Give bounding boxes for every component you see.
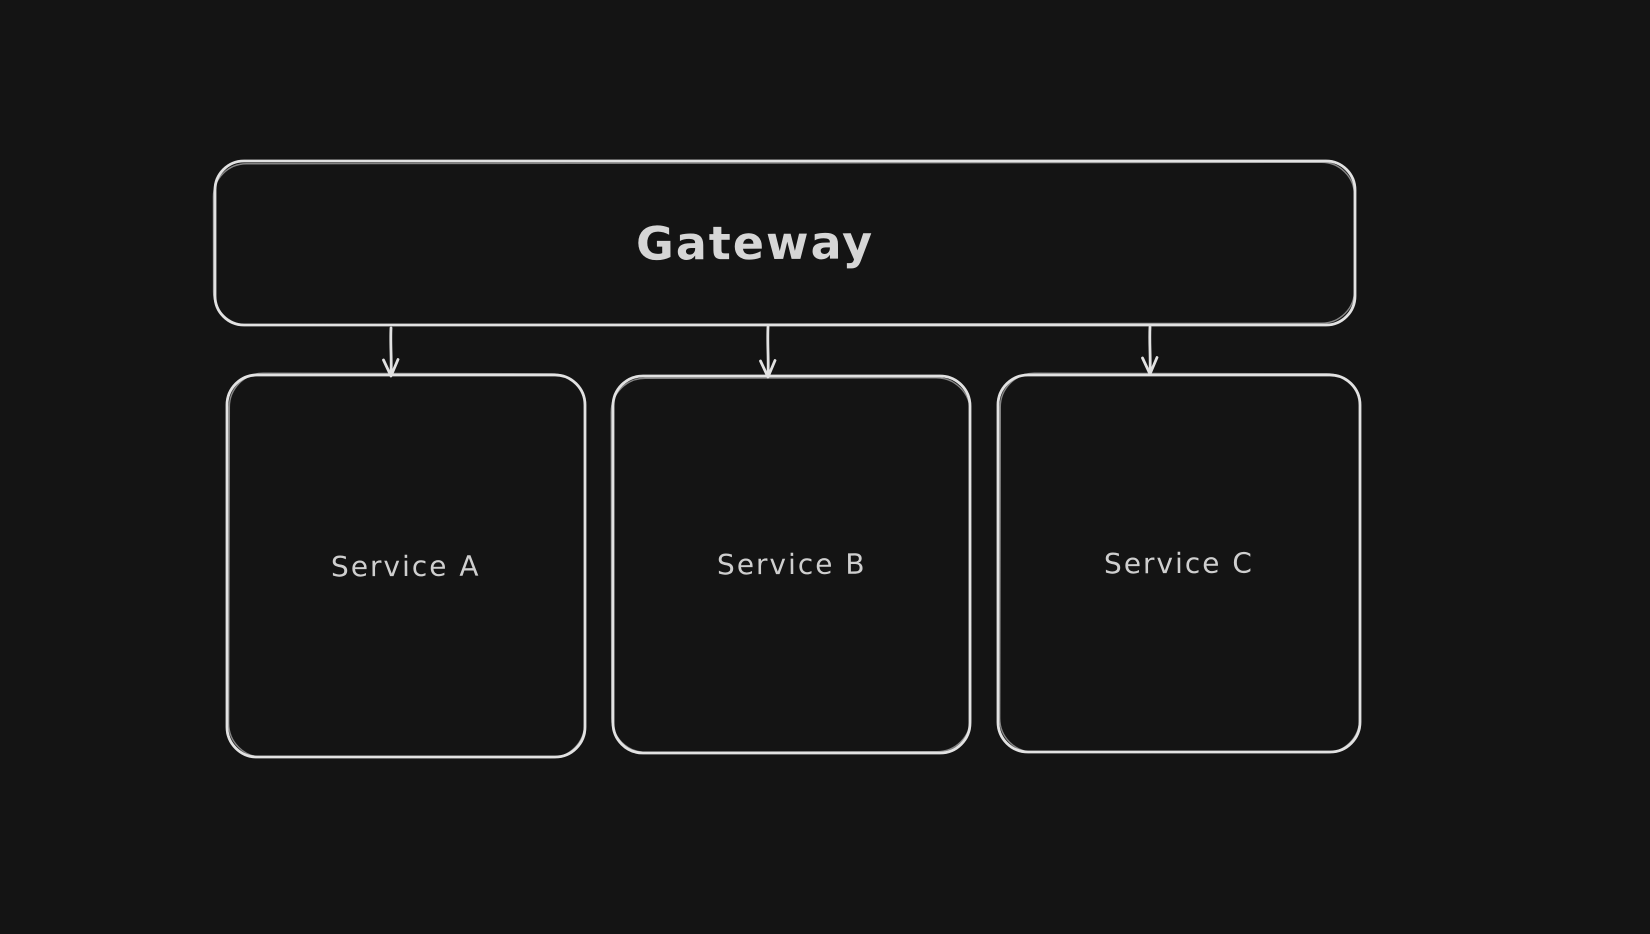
node-service-a-shape[interactable] bbox=[225, 372, 587, 759]
node-service-c[interactable]: Service C bbox=[998, 375, 1360, 752]
node-gateway[interactable]: Gateway bbox=[215, 161, 1355, 325]
node-gateway-shape[interactable] bbox=[212, 159, 1357, 327]
edge-gateway-to-service-a[interactable] bbox=[382, 326, 400, 378]
node-service-b-label: Service B bbox=[716, 547, 867, 582]
node-service-b-shape[interactable] bbox=[610, 374, 972, 755]
node-service-c-shape[interactable] bbox=[996, 372, 1362, 754]
node-service-a[interactable]: Service A bbox=[227, 375, 585, 757]
edge-gateway-to-service-c[interactable] bbox=[1141, 325, 1159, 376]
node-service-b[interactable]: Service B bbox=[613, 376, 970, 753]
node-gateway-label: Gateway bbox=[635, 215, 875, 271]
edge-gateway-to-service-b[interactable] bbox=[759, 325, 777, 379]
node-service-c-label: Service C bbox=[1103, 546, 1255, 581]
node-service-a-label: Service A bbox=[331, 549, 481, 583]
